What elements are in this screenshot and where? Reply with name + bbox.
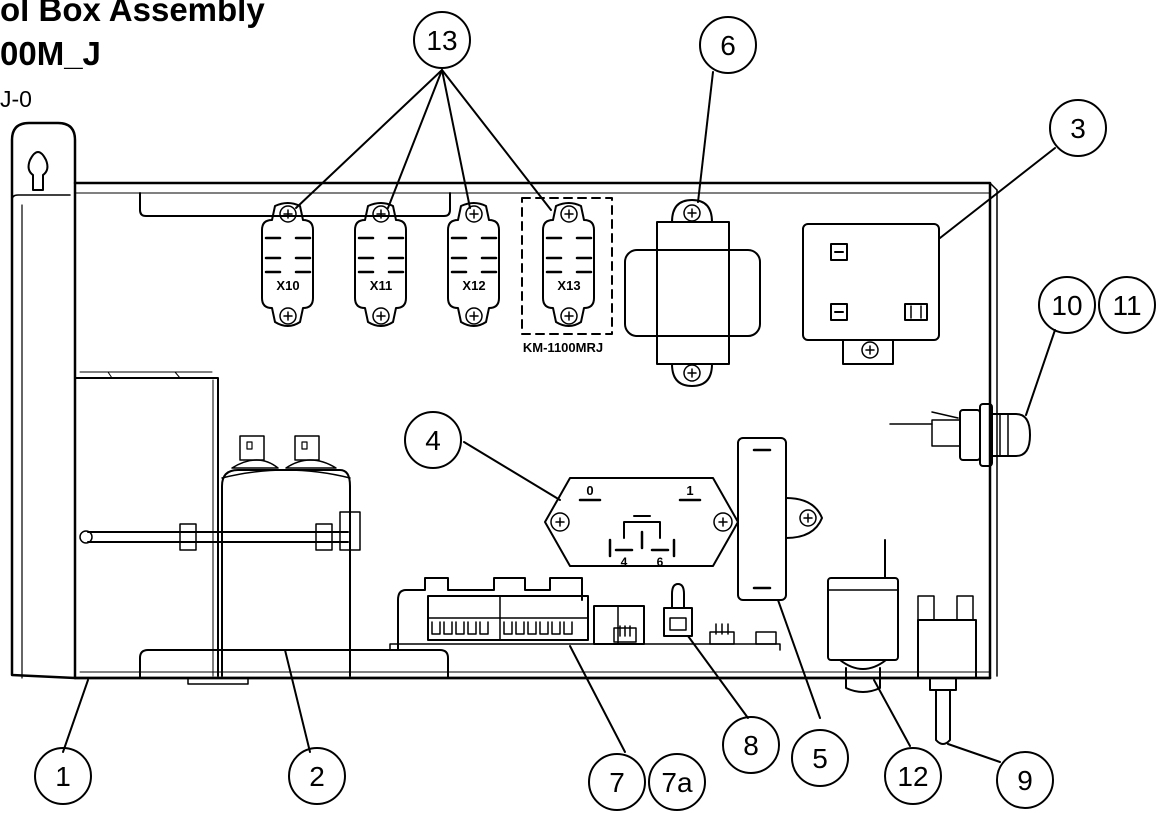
switch-position-0: 0: [586, 483, 593, 498]
callout-5: 5: [791, 729, 849, 787]
callout-10-label: 10: [1051, 290, 1082, 321]
switch-terminal-6: 6: [657, 555, 664, 569]
callout-7a: 7a: [648, 753, 706, 811]
revision-code: J-0: [0, 86, 32, 112]
diagram-title: ol Box Assembly: [0, 0, 265, 28]
relay-x10-label: X10: [276, 278, 299, 293]
switch-position-1: 1: [686, 483, 693, 498]
contactor: [802, 223, 940, 365]
callout-9-label: 9: [1017, 765, 1033, 796]
vertical-switch-bracket: [737, 437, 823, 601]
callout-4-label: 4: [425, 425, 441, 456]
option-dashed-outline: [521, 197, 613, 335]
callout-10: 10: [1038, 276, 1096, 334]
control-box-chassis: [10, 121, 998, 685]
callout-7: 7: [588, 753, 646, 811]
callout-11: 11: [1098, 276, 1156, 334]
relay-x13-label: X13: [557, 278, 580, 293]
run-capacitor: [79, 435, 361, 677]
toggle-switch-module: 0 1 4 6: [544, 477, 739, 569]
model-number: 00M_J: [0, 35, 101, 72]
side-bracket: [74, 371, 219, 677]
callout-7-label: 7: [609, 767, 625, 798]
option-model-label: KM-1100MRJ: [523, 340, 603, 355]
callout-2-label: 2: [309, 761, 325, 792]
callout-7a-label: 7a: [661, 767, 693, 798]
callout-5-label: 5: [812, 743, 828, 774]
callout-4: 4: [404, 411, 462, 469]
control-board: [389, 577, 781, 651]
callout-1-label: 1: [55, 761, 71, 792]
transformer: [624, 199, 761, 387]
callout-6: 6: [699, 16, 757, 74]
callout-12-label: 12: [897, 761, 928, 792]
callout-3-label: 3: [1070, 113, 1086, 144]
switch-terminal-4: 4: [621, 555, 628, 569]
callout-12: 12: [884, 747, 942, 805]
relay-x13: X13: [542, 202, 595, 327]
relay-x10: X10: [261, 202, 314, 327]
callout-8: 8: [722, 716, 780, 774]
rocker-switch: [917, 595, 977, 745]
callout-6-label: 6: [720, 30, 736, 61]
relay-x12-label: X12: [462, 278, 485, 293]
board-jumper: [663, 583, 693, 637]
callout-13-label: 13: [426, 25, 457, 56]
leader-lines: [62, 69, 1056, 763]
relay-x11-label: X11: [370, 278, 392, 293]
callout-11-label: 11: [1112, 290, 1141, 321]
float-assembly: [827, 539, 899, 693]
callout-1: 1: [34, 747, 92, 805]
callout-3: 3: [1049, 99, 1107, 157]
callout-2: 2: [288, 747, 346, 805]
callout-13: 13: [413, 11, 471, 69]
side-fitting: [889, 403, 1031, 467]
callout-8-label: 8: [743, 730, 759, 761]
relay-x12: X12: [447, 202, 500, 327]
callout-9: 9: [996, 751, 1054, 809]
relay-x11: X11: [354, 202, 407, 327]
